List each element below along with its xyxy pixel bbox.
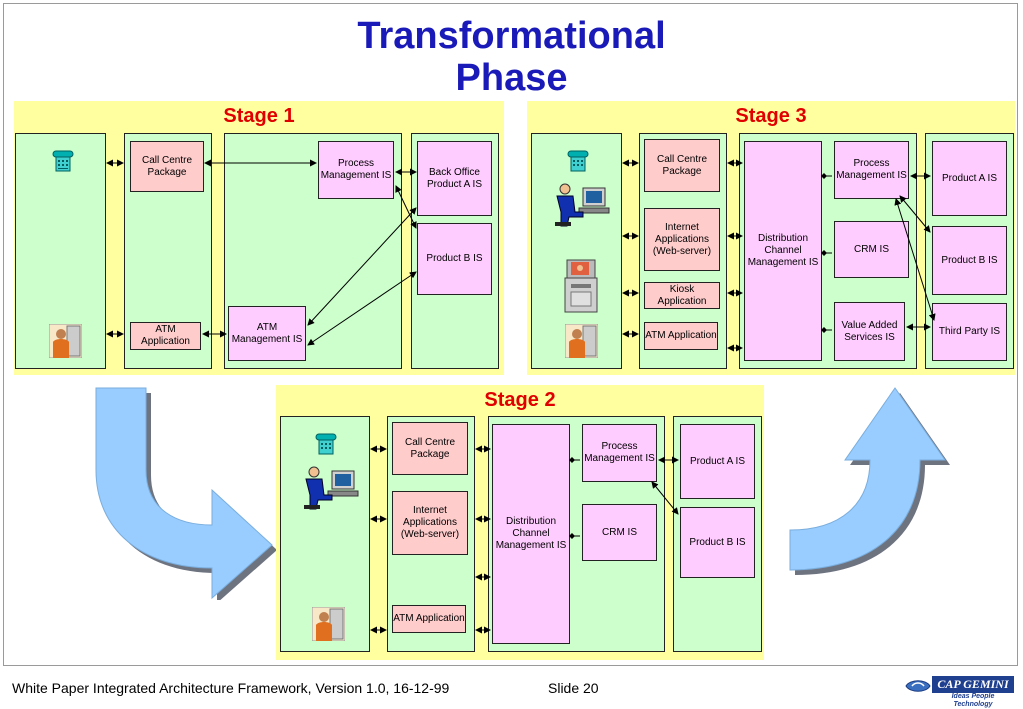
slide-title-line2: Phase bbox=[455, 57, 568, 99]
stage1-back-office-box: Back Office Product A IS bbox=[417, 141, 492, 216]
stage3-third-party-box: Third Party IS bbox=[932, 303, 1007, 361]
cap-gemini-logo: CAP GEMINI Ideas People Technology bbox=[904, 676, 1014, 708]
person-at-computer-icon bbox=[304, 466, 359, 510]
atm-person-icon bbox=[312, 607, 345, 641]
slide-number: Slide 20 bbox=[548, 680, 599, 696]
atm-person-icon bbox=[565, 324, 598, 358]
telephone-icon bbox=[567, 150, 589, 172]
stage2-crm-box: CRM IS bbox=[582, 504, 657, 561]
stage3-vas-box: Value Added Services IS bbox=[834, 302, 905, 361]
telephone-icon bbox=[315, 433, 337, 455]
logo-tagline-text: Ideas People Technology bbox=[951, 693, 995, 708]
person-at-computer-icon bbox=[555, 183, 610, 227]
stage3-kiosk-box: Kiosk Application bbox=[644, 282, 720, 309]
stage3-atm-application-box: ATM Application bbox=[644, 322, 718, 350]
telephone-icon bbox=[52, 150, 74, 172]
logo-emblem-icon bbox=[905, 680, 931, 692]
stage2-internet-box: Internet Applications (Web-server) bbox=[392, 491, 468, 555]
stage2-atm-application-box: ATM Application bbox=[392, 605, 466, 633]
stage2-distribution-box: Distribution Channel Management IS bbox=[492, 424, 570, 644]
stage3-crm-box: CRM IS bbox=[834, 221, 909, 278]
logo-brand-text: CAP GEMINI bbox=[932, 676, 1014, 693]
stage2-product-b-box: Product B IS bbox=[680, 507, 755, 578]
slide-frame bbox=[3, 3, 1018, 666]
footer-text: White Paper Integrated Architecture Fram… bbox=[12, 680, 450, 696]
stage3-distribution-box: Distribution Channel Management IS bbox=[744, 141, 822, 361]
stage2-call-centre-box: Call Centre Package bbox=[392, 422, 468, 475]
stage3-process-management-box: Process Management IS bbox=[834, 141, 909, 199]
stage2-title: Stage 2 bbox=[484, 389, 556, 411]
slide-title-line1: Transformational bbox=[357, 15, 666, 57]
kiosk-icon bbox=[564, 259, 598, 313]
stage2-product-a-box: Product A IS bbox=[680, 424, 755, 499]
stage3-internet-box: Internet Applications (Web-server) bbox=[644, 208, 720, 271]
stage1-atm-application-box: ATM Application bbox=[130, 322, 201, 350]
stage1-process-management-box: Process Management IS bbox=[318, 141, 394, 199]
stage1-product-b-box: Product B IS bbox=[417, 223, 492, 295]
stage1-call-centre-box: Call Centre Package bbox=[130, 141, 204, 192]
stage1-atm-management-box: ATM Management IS bbox=[228, 306, 306, 361]
stage3-call-centre-box: Call Centre Package bbox=[644, 139, 720, 192]
stage2-process-management-box: Process Management IS bbox=[582, 424, 657, 482]
stage3-product-a-box: Product A IS bbox=[932, 141, 1007, 216]
stage1-title: Stage 1 bbox=[223, 105, 295, 127]
flow-arrow-down-right-icon bbox=[95, 387, 277, 600]
stage3-title: Stage 3 bbox=[735, 105, 807, 127]
stage3-product-b-box: Product B IS bbox=[932, 226, 1007, 295]
flow-arrow-up-right-icon bbox=[789, 387, 950, 575]
atm-person-icon bbox=[49, 324, 82, 358]
